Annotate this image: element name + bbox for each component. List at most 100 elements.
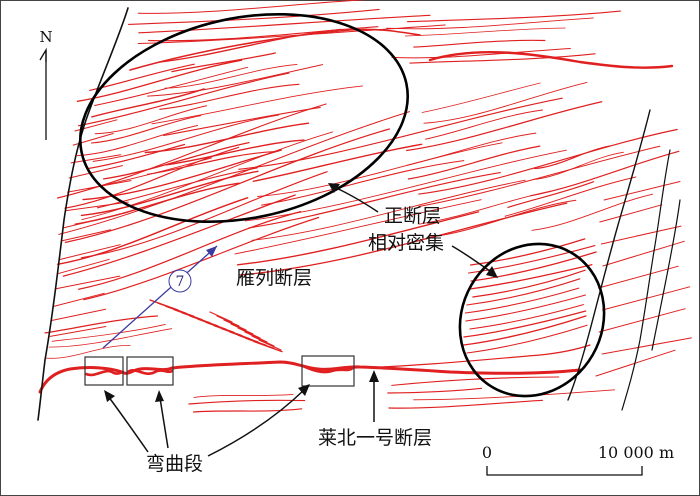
top-belt-fault-4 <box>147 26 379 42</box>
east-zone-fault-7 <box>464 287 580 314</box>
en-echelon-fault-b-4 <box>230 323 254 335</box>
bend-section-box-3 <box>301 355 355 387</box>
leader-normal-fault-north-head <box>328 183 340 193</box>
scale-bar: 0 10 000 m <box>482 443 674 476</box>
north-major-fault-east <box>428 50 674 69</box>
far-east-fault-4 <box>602 240 685 267</box>
central-fault-3 <box>257 142 503 197</box>
northeast-fault-3 <box>529 150 680 197</box>
bend-detail-1 <box>84 369 125 377</box>
top-east-fault-5 <box>391 48 571 59</box>
north-zone-fault-b-5 <box>159 83 300 110</box>
middle-belt-fault-5 <box>64 128 391 244</box>
central-fault-1 <box>238 97 563 170</box>
en-echelon-fault-b-2 <box>216 315 240 327</box>
fault-lines <box>38 0 692 413</box>
north-zone-fault-2 <box>76 59 243 102</box>
laibei-no1-fault-main <box>38 360 582 394</box>
south-fault-1 <box>193 393 294 398</box>
top-belt-fault-3 <box>138 14 431 34</box>
southeast-fault-4 <box>388 399 544 409</box>
top-belt-fault-2 <box>128 8 380 25</box>
leader-bend-3 <box>207 389 305 457</box>
profile-number-circle <box>168 269 192 293</box>
top-belt-fault-1 <box>137 0 367 14</box>
leader-bend-3-head <box>298 384 310 396</box>
east-zone-fault-4 <box>469 264 593 290</box>
east-zone-fault-5 <box>472 269 586 298</box>
north-zone-fault-b-7 <box>163 106 321 137</box>
east-central-fault-8 <box>418 145 661 208</box>
label-normal-fault: 正断层 <box>384 205 441 227</box>
left-edge-fault-9 <box>58 244 121 261</box>
east-central-fault-4 <box>406 101 603 152</box>
north-arrow: N <box>39 28 53 140</box>
east-central-fault-7 <box>418 128 678 195</box>
southwest-fault-3 <box>48 328 173 348</box>
far-east-fault-8 <box>601 337 692 355</box>
middle-belt-fault-3 <box>81 131 334 221</box>
central-fault-9 <box>236 211 480 266</box>
label-relatively-dense: 相对密集 <box>368 232 444 254</box>
north-zone-fault-b-4 <box>147 64 324 97</box>
east-zone-fault-10 <box>463 310 587 338</box>
north-zone-fault-10 <box>87 143 186 170</box>
en-echelon-fault-14 <box>253 340 283 353</box>
southwest-fault-1 <box>44 315 159 334</box>
leader-normal-fault-north <box>331 185 379 213</box>
middle-belt-fault-9 <box>78 210 302 290</box>
north-zone-fault-9 <box>92 114 280 162</box>
dense-normal-fault-zone-north <box>79 12 409 224</box>
profile-line-7: 7 <box>102 245 218 349</box>
left-edge-fault-6 <box>64 201 129 212</box>
right-boundary-fault-b <box>621 149 671 411</box>
laibei-fault-east-branch <box>354 344 591 369</box>
far-east-fault-5 <box>598 265 679 289</box>
leader-bend-1 <box>107 395 149 453</box>
central-fault-7 <box>251 179 526 241</box>
north-zone-fault-b-3 <box>164 63 298 89</box>
south-fault-3 <box>192 408 303 413</box>
en-echelon-fault-b-1 <box>209 311 233 323</box>
far-east-fault-7 <box>598 308 686 333</box>
top-east-fault-2 <box>386 17 594 30</box>
left-basin-boundary <box>37 7 129 421</box>
leader-bend-2 <box>159 397 169 449</box>
south-fault-2 <box>188 399 306 405</box>
bend-section-box-1 <box>84 356 124 386</box>
far-east-fault-3 <box>600 225 682 245</box>
top-east-fault-4 <box>413 39 546 48</box>
left-edge-fault-3 <box>70 154 122 164</box>
leader-laibei-fault-head <box>369 370 379 382</box>
label-bend-section: 弯曲段 <box>146 453 203 475</box>
north-zone-fault-5 <box>78 72 290 127</box>
north-zone-fault-14 <box>96 167 258 209</box>
central-fault-6 <box>248 172 501 229</box>
middle-belt-fault-4 <box>58 111 411 235</box>
middle-belt-fault-1 <box>57 103 327 199</box>
north-zone-fault-b-10 <box>146 151 275 176</box>
east-zone-fault-11 <box>463 315 587 346</box>
top-east-fault-6 <box>409 53 596 64</box>
northeast-fault-2 <box>532 151 624 181</box>
southeast-fault-3 <box>413 389 616 401</box>
north-zone-fault-b-6 <box>151 85 364 125</box>
left-edge-fault-10 <box>57 258 110 275</box>
left-edge-fault-8 <box>61 229 112 242</box>
left-edge-fault-12 <box>53 292 105 307</box>
leader-arrows <box>104 183 498 457</box>
bend-section-box-2 <box>126 356 174 386</box>
far-east-fault-1 <box>603 181 681 201</box>
en-echelon-fault-b-7 <box>251 335 275 347</box>
north-arrow-head <box>39 47 47 62</box>
north-zone-fault-11 <box>103 141 250 180</box>
leader-normal-fault-east-head <box>486 266 498 278</box>
top-east-fault-1 <box>406 10 621 23</box>
east-zone-fault-9 <box>469 304 584 330</box>
scale-bar-line <box>486 466 643 476</box>
northeast-fault-4 <box>507 181 595 208</box>
label-laibei-no1-fault: 莱北一号断层 <box>318 427 432 449</box>
east-zone-fault-12 <box>466 324 588 354</box>
